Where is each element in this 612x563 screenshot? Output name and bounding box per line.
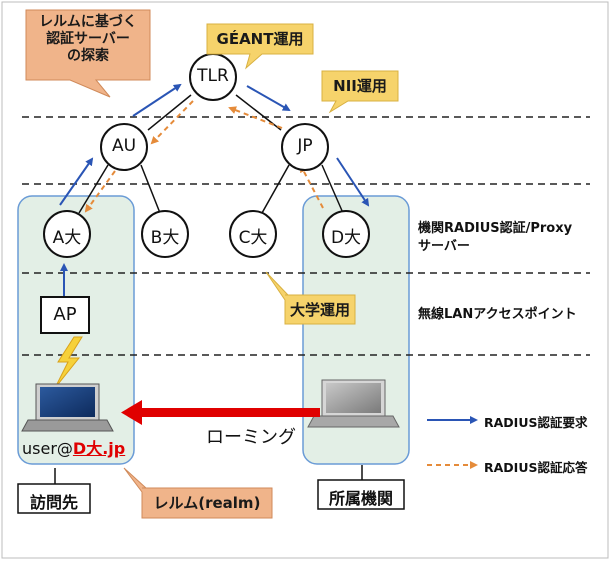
callout-search-text: レルムに基づく 認証サーバー の探索 <box>39 14 137 64</box>
tier-separators <box>22 116 590 356</box>
callout-search-shape <box>25 9 151 98</box>
visited-label: 訪問先 <box>29 493 78 512</box>
home-label: 所属機関 <box>328 489 393 508</box>
node-au <box>100 123 148 171</box>
legend-request-text: RADIUS認証要求 <box>484 415 588 430</box>
laptop-visited-icon <box>21 383 114 432</box>
callout-nii-shape <box>321 70 399 114</box>
node-a-label: A大 <box>52 228 82 248</box>
callout-realm-shape <box>123 467 273 519</box>
proxy-label-line1: 機関RADIUS認証/Proxy <box>418 221 573 236</box>
user-realm: D大.jp <box>72 439 126 458</box>
callout-geant-text: GÉANT運用 <box>216 30 304 48</box>
ap-box <box>40 296 90 334</box>
home-label-box <box>317 479 405 510</box>
response-arrows <box>84 100 324 213</box>
node-b-label: B大 <box>150 228 180 248</box>
laptop-home-icon <box>307 379 400 428</box>
callout-nii-text: NII運用 <box>333 77 387 95</box>
node-jp-label: JP <box>297 136 313 156</box>
callout-geant-shape <box>206 23 314 70</box>
node-circles <box>43 53 370 258</box>
request-arrows <box>59 83 370 298</box>
callout-realm-text: レルム(realm) <box>153 494 261 512</box>
legend-response-text: RADIUS認証応答 <box>484 460 588 475</box>
wireless-bolt-icon <box>54 336 83 389</box>
user-id: user@D大.jp <box>22 439 126 458</box>
roaming-label: ローミング <box>206 427 296 448</box>
user-prefix: user@ <box>22 439 73 458</box>
node-au-label: AU <box>111 136 137 156</box>
tree-links <box>78 94 344 214</box>
node-c-label: C大 <box>238 228 268 248</box>
proxy-label-line2: サーバー <box>418 239 470 254</box>
ap-label: AP <box>53 304 77 325</box>
node-d-label: D大 <box>330 228 362 248</box>
callout-univ-text: 大学運用 <box>289 301 350 319</box>
node-c <box>229 210 277 258</box>
roaming-arrow <box>121 400 320 425</box>
visited-label-box <box>17 483 91 514</box>
node-tlr-label: TLR <box>197 66 229 86</box>
node-jp <box>281 123 329 171</box>
callout-univ-shape <box>265 271 356 325</box>
node-a <box>43 210 91 258</box>
node-b <box>141 210 189 258</box>
wlan-label: 無線LANアクセスポイント <box>418 307 577 322</box>
node-d <box>322 210 370 258</box>
